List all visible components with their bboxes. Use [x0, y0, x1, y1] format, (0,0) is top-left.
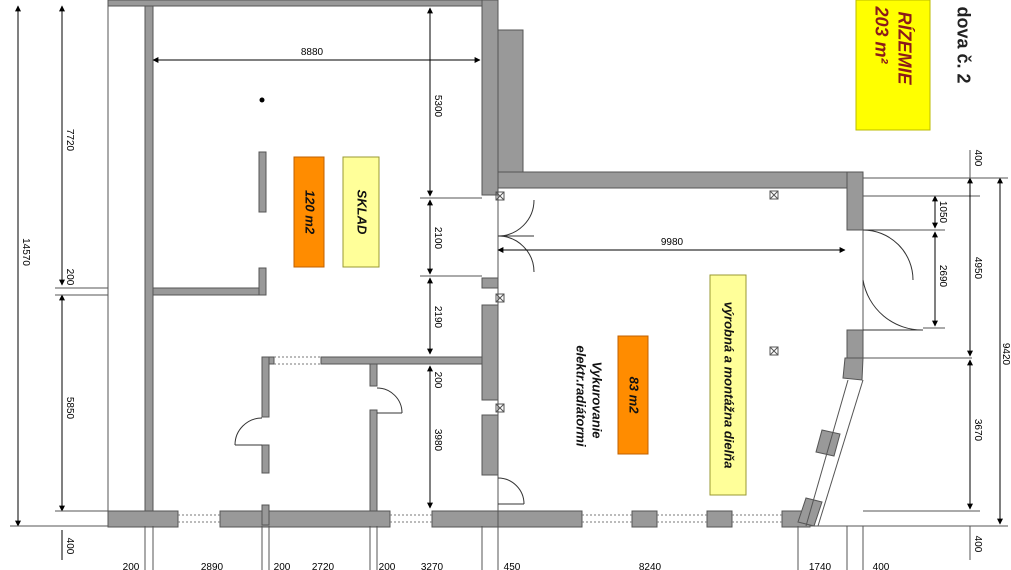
dim-bottom-2890: 2890: [201, 562, 224, 570]
dimension-labels: 8880 9980 7720 200 5850 14570 400 5300 2…: [20, 47, 1011, 570]
dim-left-mid: 200: [64, 269, 75, 286]
dim-bottom-400: 400: [873, 562, 890, 570]
fixtures: [259, 97, 779, 413]
walls: [107, 0, 864, 528]
dim-right-400-top: 400: [972, 150, 983, 167]
dim-left-bottom: 400: [64, 538, 75, 555]
dielna-area-label: 83 m2: [627, 377, 642, 415]
wall-outlines: [107, 0, 1000, 527]
dim-left-upper: 7720: [64, 129, 75, 152]
dim-bottom-200-3: 200: [379, 562, 396, 570]
dim-right-1050: 1050: [937, 201, 948, 224]
doors: [234, 199, 924, 505]
dim-col-2100: 2100: [432, 227, 443, 250]
dim-bottom-2720: 2720: [312, 562, 335, 570]
title-block: RÍZEMIE 203 m² dova č. 2: [855, 0, 973, 131]
room-labels: 120 m2 SKLAD 83 m2 výrobná a montážna di…: [293, 156, 747, 496]
sklad-area-label: 120 m2: [303, 190, 318, 235]
dim-right-2690: 2690: [937, 265, 948, 288]
dim-right-9420: 9420: [1000, 343, 1011, 366]
dim-bottom-200-1: 200: [123, 562, 140, 570]
dielna-name-label: výrobná a montážna dielňa: [722, 302, 737, 469]
dim-bottom-200-2: 200: [274, 562, 291, 570]
building-title: dova č. 2: [953, 6, 973, 83]
dim-col-3980: 3980: [432, 429, 443, 452]
dim-col-2190: 2190: [432, 306, 443, 329]
dim-right-400-bottom: 400: [972, 536, 983, 553]
dim-top-width: 8880: [301, 47, 324, 58]
dim-col-200: 200: [432, 372, 443, 389]
sklad-name-box: [342, 156, 380, 268]
dim-bottom-8240: 8240: [639, 562, 662, 570]
dim-workshop-width: 9980: [661, 237, 684, 248]
dim-right-3670: 3670: [972, 419, 983, 442]
ground-floor-label: RÍZEMIE: [894, 11, 915, 85]
heating-note-line2: elektr.radiátormi: [574, 345, 589, 447]
dim-bottom-1740: 1740: [809, 562, 832, 570]
heating-note-line1: Vykurovanie: [590, 361, 605, 438]
total-area-label: 203 m²: [871, 5, 891, 64]
sklad-area-box: [293, 156, 325, 268]
dimension-lines: [10, 5, 1008, 570]
floor-title-box: [855, 0, 931, 131]
dim-bottom-3270: 3270: [421, 562, 444, 570]
sklad-name-label: SKLAD: [355, 190, 370, 235]
dielna-area-box: [617, 335, 649, 455]
dim-left-total: 14570: [20, 238, 31, 266]
dim-col-5300: 5300: [432, 95, 443, 118]
dielna-name-box: [709, 274, 747, 496]
dim-bottom-450: 450: [504, 562, 521, 570]
dim-left-lower: 5850: [64, 397, 75, 420]
dim-right-4950: 4950: [972, 257, 983, 280]
